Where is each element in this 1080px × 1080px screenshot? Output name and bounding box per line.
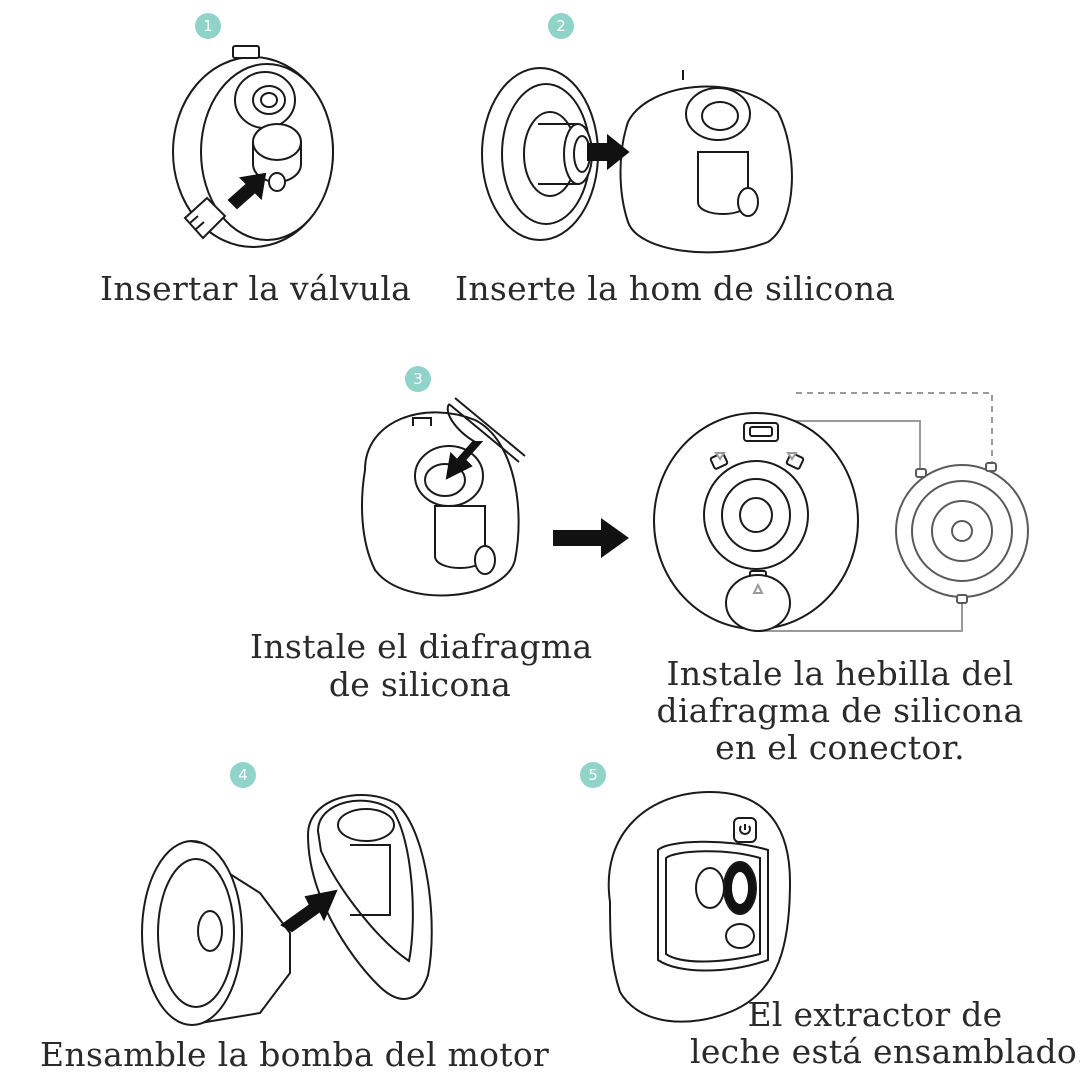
step-3-caption-line2: de silicona (328, 665, 512, 704)
step-2-badge: 2 (548, 13, 574, 39)
arrow-right-icon (447, 442, 481, 478)
guide-line (796, 393, 992, 463)
step-2-caption: Inserte la hom de silicona (455, 269, 896, 308)
step-4-illustration (140, 785, 440, 1035)
step-5-caption-line1: El extractor de (747, 995, 1003, 1034)
step-3-badge: 3 (405, 366, 431, 392)
step-5-badge: 5 (580, 762, 606, 788)
arrow-right-icon (282, 891, 336, 931)
step-1-badge: 1 (195, 13, 221, 39)
connector-caption-line2: diafragma de silicona (656, 691, 1024, 730)
step-4-badge: 4 (230, 762, 256, 788)
step-1-caption: Insertar la válvula (100, 269, 412, 308)
step-3-arrow (553, 518, 629, 558)
step-2-illustration (478, 62, 798, 252)
connector-caption-line3: en el conector. (715, 728, 965, 767)
step-1-illustration (165, 40, 365, 260)
connector-illustration (648, 385, 1038, 645)
connector-caption-line1: Instale la hebilla del (666, 654, 1014, 693)
arrow-right-icon (588, 136, 628, 168)
step-4-caption: Ensamble la bomba del motor (40, 1035, 550, 1074)
step-5-caption-line2: leche está ensamblado. (690, 1032, 1080, 1071)
arrow-right-icon (229, 174, 265, 208)
step-3-illustration (345, 390, 545, 610)
arrow-right-icon (553, 518, 629, 558)
step-3-caption-line1: Instale el diafragma (250, 627, 593, 666)
step-5-illustration (598, 792, 798, 1032)
